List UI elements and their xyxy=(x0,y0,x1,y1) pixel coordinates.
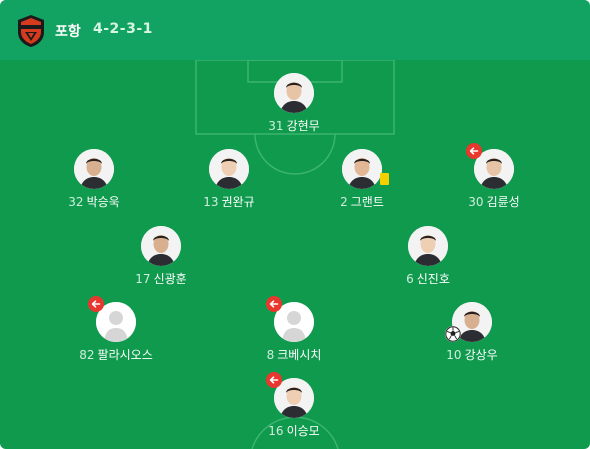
player-photo xyxy=(74,149,114,189)
player-name: 박승욱 xyxy=(86,195,120,209)
player-name: 신광훈 xyxy=(153,272,187,286)
player-number: 16 xyxy=(268,424,284,438)
player-number: 2 xyxy=(340,195,348,209)
player-name: 크베시치 xyxy=(277,348,322,362)
player-photo xyxy=(209,149,249,189)
player-number: 32 xyxy=(68,195,84,209)
player-number: 82 xyxy=(79,348,95,362)
default-avatar-icon xyxy=(96,302,136,342)
player-name: 팔라시오스 xyxy=(97,348,153,362)
player-photo xyxy=(342,149,382,189)
player-name: 권완규 xyxy=(221,195,255,209)
yellow-card-icon xyxy=(380,173,389,185)
player-name: 강상우 xyxy=(464,348,498,362)
player-photo xyxy=(408,226,448,266)
player-number: 6 xyxy=(406,272,414,286)
substitution-arrow-icon xyxy=(466,143,482,159)
player-name: 신진호 xyxy=(416,272,450,286)
team-header: 포항 4-2-3-1 xyxy=(0,0,590,60)
substitution-arrow-icon xyxy=(266,296,282,312)
pohang-steelers-crest-icon xyxy=(18,15,44,47)
player-photo xyxy=(474,149,514,189)
substitution-arrow-icon xyxy=(88,296,104,312)
player-number: 10 xyxy=(446,348,462,362)
player-number: 13 xyxy=(203,195,219,209)
default-avatar-icon xyxy=(274,302,314,342)
soccer-ball-icon xyxy=(445,326,461,342)
team-name: 포항 xyxy=(55,24,81,40)
player-name: 김륜성 xyxy=(486,195,520,209)
player-name: 이승모 xyxy=(286,424,320,438)
player-photo xyxy=(141,226,181,266)
player-name: 그랜트 xyxy=(350,195,384,209)
formation-label: 4-2-3-1 xyxy=(93,21,153,37)
player-number: 31 xyxy=(268,119,284,133)
player-number: 30 xyxy=(468,195,484,209)
player-photo xyxy=(274,73,314,113)
player-number: 17 xyxy=(135,272,151,286)
player-photo xyxy=(274,378,314,418)
substitution-arrow-icon xyxy=(266,372,282,388)
player-name: 강현무 xyxy=(286,119,320,133)
player-number: 8 xyxy=(266,348,275,362)
